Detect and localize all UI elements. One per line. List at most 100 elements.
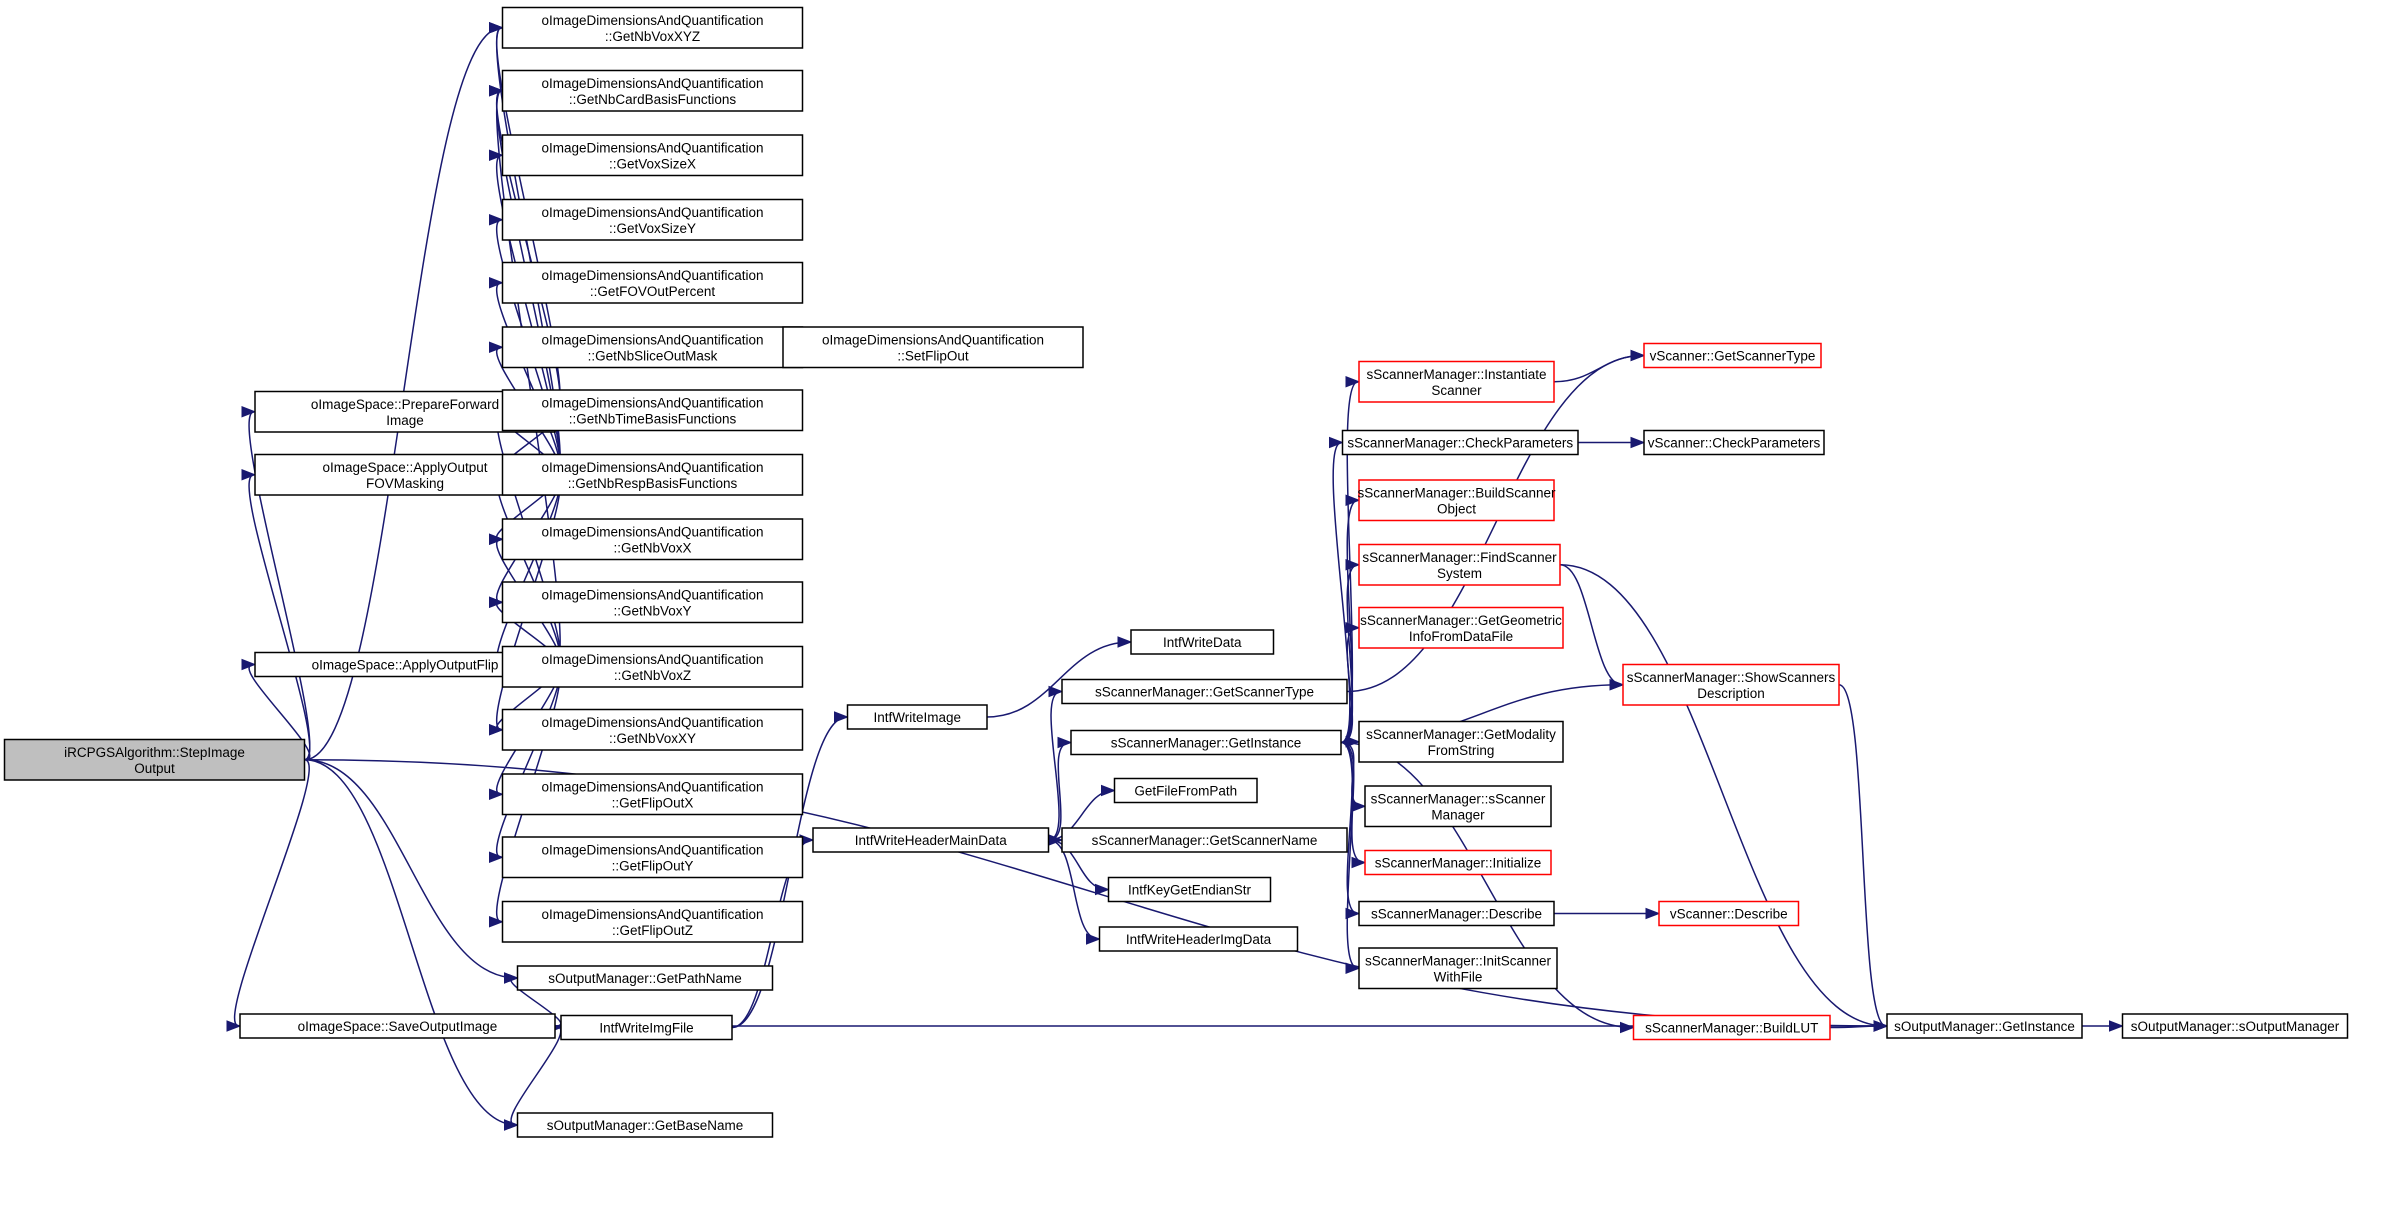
- node-vtype[interactable]: vScanner::GetScannerType: [1643, 342, 1822, 369]
- node-label: WithFile: [1434, 969, 1483, 984]
- node-label: ::GetFlipOutZ: [612, 923, 693, 938]
- arrowhead: [1345, 376, 1361, 388]
- node-wdata[interactable]: IntfWriteData: [1130, 629, 1275, 655]
- edge-line: [1340, 499, 1359, 744]
- node-label: sScannerManager::GetInstance: [1111, 736, 1302, 751]
- node-label: sScannerManager::InitScanner: [1365, 953, 1552, 968]
- node-check[interactable]: sScannerManager::CheckParameters: [1341, 429, 1579, 456]
- node-oinst[interactable]: sOutputManager::GetInstance: [1886, 1013, 2083, 1039]
- edge-line: [1838, 684, 1887, 1027]
- node-nbx[interactable]: oImageDimensionsAndQuantification::GetNb…: [501, 518, 804, 561]
- edge-line: [248, 663, 311, 761]
- arrowhead: [489, 214, 504, 226]
- node-base[interactable]: sOutputManager::GetBaseName: [516, 1112, 774, 1138]
- node-label: sScannerManager::GetGeometric: [1360, 613, 1562, 628]
- node-hmain[interactable]: IntfWriteHeaderMainData: [812, 827, 1050, 853]
- node-fx[interactable]: oImageDimensionsAndQuantification::GetFl…: [501, 773, 804, 816]
- node-nby[interactable]: oImageDimensionsAndQuantification::GetNb…: [501, 581, 804, 624]
- node-box: [1643, 429, 1825, 456]
- node-label: IntfKeyGetEndianStr: [1128, 883, 1252, 898]
- node-wimage[interactable]: IntfWriteImage: [846, 704, 988, 730]
- node-nbcard[interactable]: oImageDimensionsAndQuantification::GetNb…: [501, 69, 804, 112]
- node-fy[interactable]: oImageDimensionsAndQuantification::GetFl…: [501, 836, 804, 879]
- node-label: sScannerManager::CheckParameters: [1347, 436, 1573, 451]
- arrowhead: [1048, 685, 1064, 698]
- node-box: [1107, 876, 1272, 903]
- node-path[interactable]: sOutputManager::GetPathName: [516, 965, 774, 991]
- call-edge-check-to-vcheck: [1577, 436, 1646, 449]
- node-box: [1061, 678, 1348, 705]
- node-nbxy[interactable]: oImageDimensionsAndQuantification::GetNb…: [501, 708, 804, 751]
- arrowhead: [1329, 436, 1344, 449]
- node-nbslice[interactable]: oImageDimensionsAndQuantification::GetNb…: [501, 326, 804, 369]
- edge-line: [1340, 741, 1359, 915]
- node-endian[interactable]: IntfKeyGetEndianStr: [1107, 876, 1272, 903]
- node-label: ::GetFlipOutY: [612, 858, 694, 873]
- node-vcheck[interactable]: vScanner::CheckParameters: [1643, 429, 1825, 456]
- arrowhead: [1057, 736, 1073, 749]
- node-vdesc[interactable]: vScanner::Describe: [1658, 900, 1800, 927]
- node-box: [501, 773, 804, 816]
- edge-line: [304, 759, 517, 979]
- node-desc[interactable]: sScannerManager::Describe: [1358, 900, 1555, 927]
- arrowhead: [504, 972, 519, 984]
- arrowhead: [226, 1020, 242, 1032]
- node-geo[interactable]: sScannerManager::GetGeometricInfoFromDat…: [1358, 606, 1564, 649]
- node-label: oImageSpace::ApplyOutputFlip: [312, 658, 499, 673]
- node-save[interactable]: oImageSpace::SaveOutputImage: [239, 1013, 556, 1039]
- arrowhead: [241, 469, 257, 481]
- node-label: iRCPGSAlgorithm::StepImage: [64, 745, 245, 760]
- node-lut[interactable]: sScannerManager::BuildLUT: [1632, 1014, 1831, 1041]
- node-ginst[interactable]: sScannerManager::GetInstance: [1070, 729, 1342, 756]
- node-fz[interactable]: oImageDimensionsAndQuantification::GetFl…: [501, 900, 804, 943]
- node-box: [1364, 785, 1552, 828]
- node-label: IntfWriteData: [1163, 635, 1242, 650]
- node-box: [846, 704, 988, 730]
- node-gstype[interactable]: sScannerManager::GetScannerType: [1061, 678, 1348, 705]
- node-box: [2121, 1013, 2349, 1039]
- arrowhead: [489, 596, 504, 608]
- call-edge-flip-to-nbcard: [489, 85, 561, 666]
- node-vsy[interactable]: oImageDimensionsAndQuantification::GetVo…: [501, 198, 804, 241]
- node-gffp[interactable]: GetFileFromPath: [1113, 777, 1258, 804]
- node-vsx[interactable]: oImageDimensionsAndQuantification::GetVo…: [501, 134, 804, 177]
- call-edge-lut-to-oinst: [1829, 1020, 1889, 1032]
- edge-line: [248, 474, 311, 761]
- node-nbxyz[interactable]: oImageDimensionsAndQuantification::GetNb…: [501, 6, 804, 49]
- node-init[interactable]: sScannerManager::Initialize: [1364, 849, 1552, 876]
- call-edge-ginst-to-build: [1340, 494, 1361, 744]
- node-label: oImageDimensionsAndQuantification: [541, 524, 763, 539]
- node-octor[interactable]: sOutputManager::sOutputManager: [2121, 1013, 2349, 1039]
- arrowhead: [1095, 883, 1110, 896]
- node-label: oImageDimensionsAndQuantification: [541, 332, 763, 347]
- arrowhead: [1345, 559, 1361, 571]
- node-label: sScannerManager::BuildLUT: [1645, 1021, 1818, 1036]
- node-box: [812, 827, 1050, 853]
- edge-line: [1340, 564, 1359, 744]
- node-imgfile[interactable]: IntfWriteImgFile: [560, 1014, 733, 1041]
- node-hmgdata[interactable]: IntfWriteHeaderImgData: [1098, 926, 1299, 952]
- node-ctor[interactable]: sScannerManager::sScannerManager: [1364, 785, 1552, 828]
- edge-line: [1048, 690, 1062, 841]
- arrowhead: [2109, 1020, 2124, 1032]
- edge-line: [1048, 839, 1099, 940]
- call-edge-find-to-show: [1559, 564, 1625, 691]
- arrowhead: [1351, 856, 1367, 869]
- node-nbz[interactable]: oImageDimensionsAndQuantification::GetNb…: [501, 645, 804, 688]
- node-gsname[interactable]: sScannerManager::GetScannerName: [1061, 827, 1348, 853]
- arrowhead: [489, 724, 504, 736]
- node-fovp[interactable]: oImageDimensionsAndQuantification::GetFO…: [501, 261, 804, 304]
- call-edge-hmain-to-ginst: [1048, 736, 1073, 841]
- node-setflip[interactable]: oImageDimensionsAndQuantification::SetFl…: [782, 326, 1084, 369]
- node-label: ::SetFlipOut: [897, 348, 969, 363]
- node-nbresp[interactable]: oImageDimensionsAndQuantification::GetNb…: [501, 453, 804, 496]
- node-nbtime[interactable]: oImageDimensionsAndQuantification::GetNb…: [501, 389, 804, 432]
- node-box: [516, 1112, 774, 1138]
